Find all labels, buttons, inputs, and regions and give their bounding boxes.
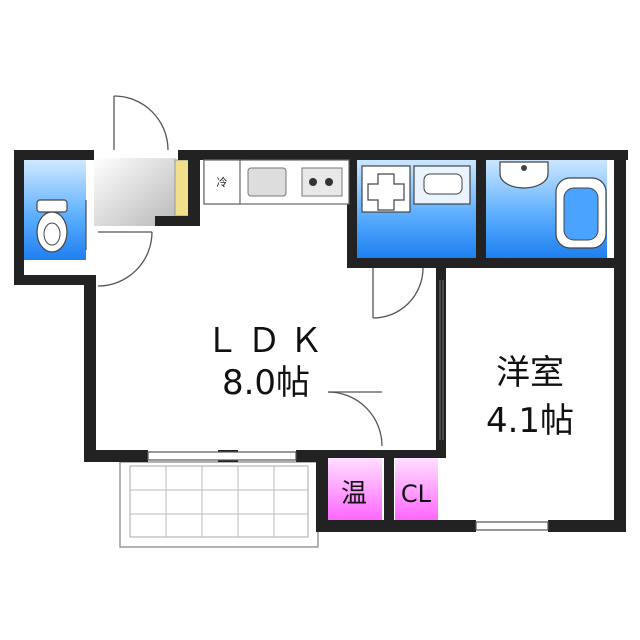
water-heater-label: 温 bbox=[341, 479, 367, 509]
entry-floor bbox=[94, 158, 176, 226]
sliding-door bbox=[439, 280, 444, 440]
sink-icon bbox=[247, 167, 287, 197]
bathtub-icon bbox=[555, 177, 607, 249]
ldk-size-label: 8.0帖 bbox=[222, 363, 310, 403]
closet-label: CL bbox=[401, 480, 432, 508]
water-heater-cell bbox=[327, 458, 382, 520]
bath-faucet-icon bbox=[499, 161, 549, 189]
toilet-icon bbox=[36, 199, 68, 253]
stove-icon bbox=[301, 167, 343, 197]
closet-cell bbox=[395, 458, 438, 520]
fridge-space bbox=[203, 159, 241, 205]
windows bbox=[147, 451, 549, 531]
balcony bbox=[119, 461, 319, 548]
doors bbox=[85, 95, 424, 447]
shoe-box bbox=[174, 159, 190, 217]
walls bbox=[14, 150, 628, 532]
washbasin-icon bbox=[413, 165, 471, 205]
western-room-name-label: 洋室 bbox=[496, 353, 564, 393]
fridge-label: 冷 bbox=[217, 176, 228, 189]
ldk-name-label: ＬＤＫ bbox=[205, 321, 331, 361]
kitchen-counter: 冷 bbox=[203, 159, 350, 205]
western-room-size-label: 4.1帖 bbox=[486, 401, 574, 441]
washer-icon bbox=[361, 165, 411, 213]
